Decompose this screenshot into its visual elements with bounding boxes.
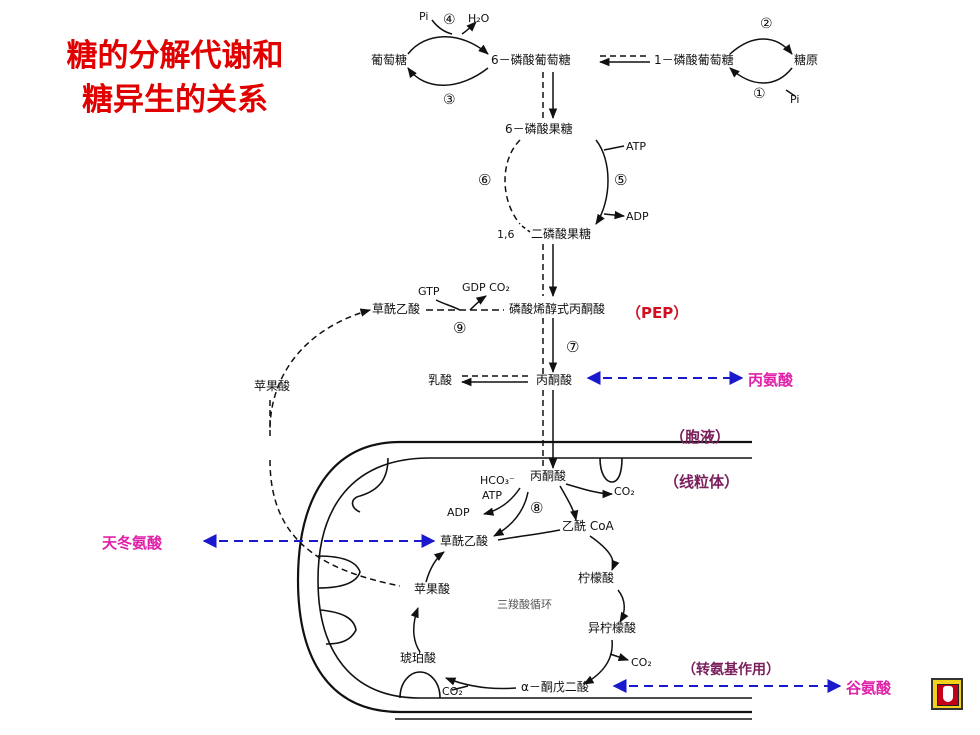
label-tca: 三羧酸循环 — [497, 597, 552, 611]
label-pep: 磷酸烯醇式丙酮酸 — [509, 301, 605, 316]
label-h2o: H₂O — [468, 12, 490, 25]
step-7: ⑦ — [566, 338, 579, 356]
step-2: ② — [760, 16, 773, 32]
hand-shape — [943, 686, 953, 702]
label-pyruvate-mito: 丙酮酸 — [530, 468, 566, 483]
label-citrate: 柠檬酸 — [578, 570, 614, 585]
label-malate-cyto: 苹果酸 — [254, 378, 290, 393]
step-1: ① — [753, 86, 766, 102]
step-8: ⑧ — [530, 499, 543, 517]
title-line-2: 糖异生的关系 — [82, 82, 268, 118]
label-g6p: 6－磷酸葡萄糖 — [491, 52, 571, 67]
label-atp-2: ATP — [482, 489, 502, 502]
title-line-1: 糖的分解代谢和 — [66, 38, 284, 74]
label-g1p: 1－磷酸葡萄糖 — [654, 52, 734, 67]
label-hco3: HCO₃⁻ — [480, 474, 515, 487]
label-oaa-cyto: 草酰乙酸 — [372, 301, 420, 316]
label-pyruvate-cyto: 丙酮酸 — [536, 372, 572, 387]
label-pep-abbr: （PEP） — [626, 304, 688, 322]
label-alanine: 丙氨酸 — [748, 371, 794, 389]
step-6: ⑥ — [478, 171, 491, 189]
step-3: ③ — [443, 92, 456, 108]
label-adp-1: ADP — [626, 210, 649, 223]
label-gtp: GTP — [418, 285, 440, 298]
label-glucose: 葡萄糖 — [371, 52, 407, 67]
label-f6p: 6－磷酸果糖 — [505, 121, 573, 136]
label-fbp: 二磷酸果糖 — [531, 226, 591, 241]
label-lactate: 乳酸 — [428, 372, 452, 387]
pointing-hand-icon[interactable] — [931, 678, 963, 710]
label-fbp-prefix: 1,6 — [497, 228, 515, 241]
step-5: ⑤ — [614, 171, 627, 189]
label-malate-mito: 苹果酸 — [414, 581, 450, 596]
label-transamination: （转氨基作用） — [682, 661, 780, 678]
label-cytosol: （胞液） — [670, 428, 730, 446]
label-atp-1: ATP — [626, 140, 646, 153]
label-oaa-mito: 草酰乙酸 — [440, 533, 488, 548]
label-gdp-co2: GDP CO₂ — [462, 281, 510, 294]
label-mitochondria: （线粒体） — [664, 473, 739, 491]
label-glutamate: 谷氨酸 — [846, 679, 892, 697]
step-4: ④ — [443, 12, 456, 28]
nav-button-face — [937, 684, 959, 706]
label-adp-2: ADP — [447, 506, 470, 519]
label-acetyl-coa: 乙酰 CoA — [562, 519, 615, 533]
label-akg: α－酮戊二酸 — [521, 679, 589, 694]
label-glycogen: 糖原 — [794, 52, 818, 67]
transamination-section: 天冬氨酸 （转氨基作用） 谷氨酸 — [102, 534, 892, 697]
step-9: ⑨ — [453, 319, 466, 337]
pyruvate-cytosol-section: 乳酸 丙酮酸 丙氨酸 — [428, 371, 794, 470]
glycogen-glucose-section: Pi H₂O 葡萄糖 6－磷酸葡萄糖 1－磷酸葡萄糖 糖原 Pi ④ ③ ② ① — [371, 10, 818, 108]
label-isocitrate: 异柠檬酸 — [588, 620, 636, 635]
label-pi-top: Pi — [419, 10, 428, 23]
label-aspartate: 天冬氨酸 — [102, 534, 163, 552]
pep-section: GTP GDP CO₂ 草酰乙酸 磷酸烯醇式丙酮酸 （PEP） ⑨ ⑦ 苹果酸 — [254, 281, 688, 587]
tca-cycle-section: HCO₃⁻ ATP 丙酮酸 CO₂ ADP ⑧ 乙酰 CoA 草酰乙酸 柠檬酸 … — [400, 468, 652, 698]
label-co2-2: CO₂ — [631, 656, 652, 669]
label-co2-1: CO₂ — [614, 485, 635, 498]
page-title: 糖的分解代谢和 糖异生的关系 — [30, 34, 320, 122]
label-succinate: 琥珀酸 — [400, 650, 436, 665]
fructose-section: 6－磷酸果糖 ATP ADP 1,6 二磷酸果糖 ⑥ ⑤ — [478, 72, 649, 298]
label-co2-3: CO₂ — [442, 685, 463, 698]
label-pi-right: Pi — [790, 93, 799, 106]
mitochondrion-outline — [296, 440, 752, 720]
